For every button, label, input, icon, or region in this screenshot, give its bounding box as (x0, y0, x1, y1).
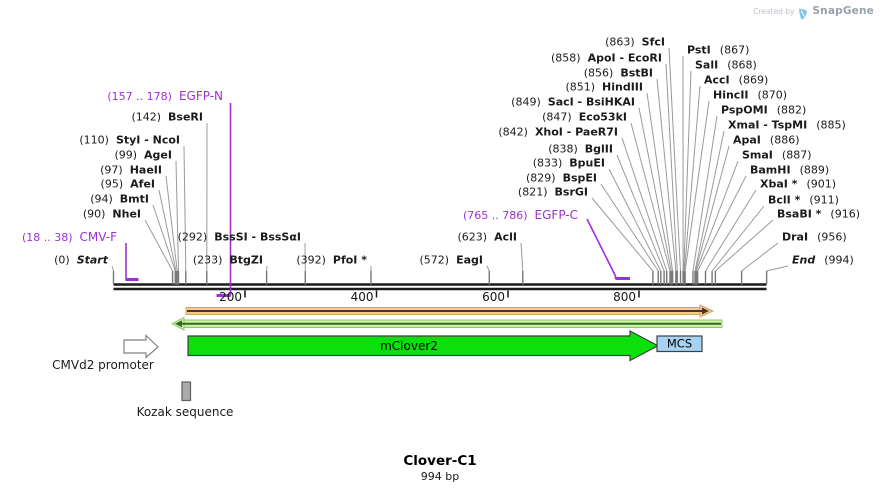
site-label-psti[interactable]: PstI(867) (687, 43, 750, 57)
site-label-sfci[interactable]: (863)SfcI (605, 35, 665, 49)
site-label-sali[interactable]: SalI(868) (695, 58, 757, 72)
created-by-text: Created by (753, 6, 795, 16)
site-label-pspomi[interactable]: PspOMI(882) (721, 103, 807, 117)
site-label-xmai-tspmi[interactable]: XmaI - TspMI(885) (728, 118, 846, 132)
site-label-bsssi-bsss-i[interactable]: (292)BssSI - BssSαI (177, 230, 301, 244)
site-label-agei[interactable]: (99)AgeI (114, 148, 172, 162)
site-label-bglii[interactable]: (838)BglII (548, 142, 613, 156)
site-label-saci-bsihkai[interactable]: (849)SacI - BsiHKAI (511, 95, 635, 109)
site-label-end[interactable]: End(994) (792, 253, 854, 267)
site-label-bmti[interactable]: (94)BmtI (90, 192, 149, 206)
site-label-bsabi-[interactable]: BsaBI *(916) (777, 207, 861, 221)
site-label-afei[interactable]: (95)AfeI (100, 177, 155, 191)
site-label-smai[interactable]: SmaI(887) (742, 148, 812, 162)
site-label-acci[interactable]: AccI(869) (704, 73, 769, 87)
site-label-haeii[interactable]: (97)HaeII (100, 163, 162, 177)
site-label-bamhi[interactable]: BamHI(889) (750, 163, 830, 177)
site-label-nhei[interactable]: (90)NheI (82, 207, 141, 221)
site-label-xhoi-paer7i[interactable]: (842)XhoI - PaeR7I (498, 125, 618, 139)
mclover2-feature-label[interactable]: mClover2 (380, 338, 438, 353)
site-label-drai[interactable]: DraI(956) (782, 230, 847, 244)
plasmid-length: 994 bp (420, 469, 460, 483)
primer-label-egfp-c[interactable]: (765 .. 786)EGFP-C (462, 208, 578, 222)
site-label-acli[interactable]: (623)AclI (457, 230, 518, 244)
branding: Created by SnapGene (753, 5, 874, 20)
site-label-pfoi-[interactable]: (392)PfoI * (296, 253, 367, 267)
site-label-bcli-[interactable]: BclI *(911) (768, 193, 839, 207)
site-label-bseri[interactable]: (142)BseRI (131, 110, 203, 124)
site-label-hincii[interactable]: HincII(870) (713, 88, 788, 102)
plasmid-title: Clover-C1 (403, 453, 477, 469)
site-label-bspei[interactable]: (829)BspEI (525, 171, 597, 185)
site-label-apai[interactable]: ApaI(886) (733, 133, 800, 147)
site-label-styi-ncoi[interactable]: (110)StyI - NcoI (79, 133, 180, 147)
primer-label-egfp-n[interactable]: (157 .. 178)EGFP-N (107, 89, 223, 103)
site-label-bsrgi[interactable]: (821)BsrGI (517, 185, 588, 199)
site-label-bpuei[interactable]: (833)BpuEI (532, 156, 605, 170)
site-label-eco53ki[interactable]: (847)Eco53kI (542, 110, 627, 124)
site-label-btgzi[interactable]: (233)BtgZI (192, 253, 263, 267)
site-label-start[interactable]: (0)Start (54, 253, 108, 267)
primer-label-cmv-f[interactable]: (18 .. 38)CMV-F (21, 230, 117, 244)
promoter-label[interactable]: CMVd2 promoter (52, 357, 154, 372)
site-label-bstbi[interactable]: (856)BstBI (583, 66, 653, 80)
snapgene-brand-text: SnapGene (812, 5, 874, 17)
mcs-feature-label[interactable]: MCS (666, 336, 693, 350)
site-label-hindiii[interactable]: (851)HindIII (565, 80, 643, 94)
snapgene-logo-icon (798, 5, 808, 20)
site-label-eagi[interactable]: (572)EagI (419, 253, 484, 267)
kozak-label[interactable]: Kozak sequence (136, 405, 234, 419)
site-label-apoi-ecori[interactable]: (858)ApoI - EcoRI (550, 51, 662, 65)
site-label-xbai-[interactable]: XbaI *(901) (760, 177, 837, 191)
title-block: Clover-C1 994 bp (403, 453, 477, 484)
